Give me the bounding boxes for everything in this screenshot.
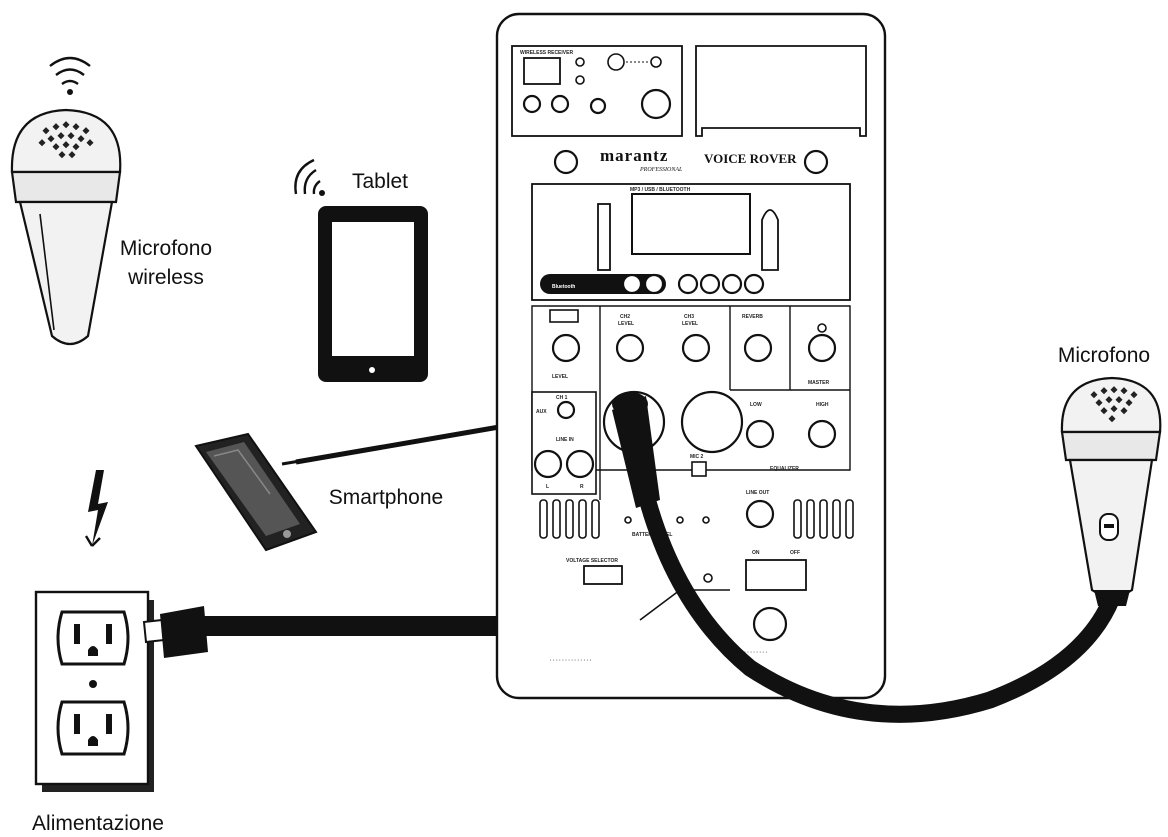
wired-microphone <box>1060 376 1162 606</box>
on-label: ON <box>752 550 760 556</box>
r-label: R <box>580 484 584 490</box>
svg-text:· · · · · · · · · · · · · ·: · · · · · · · · · · · · · · <box>550 658 592 664</box>
mp3-module: MP3 / USB / BLUETOOTH Bluetooth <box>531 183 851 301</box>
wireless-microphone <box>10 56 122 346</box>
wifi-icon <box>294 158 325 196</box>
power-label: Alimentazione <box>32 812 164 835</box>
wireless-receiver-module: WIRELESS RECEIVER <box>511 45 683 137</box>
model-name: VOICE ROVER <box>704 151 797 166</box>
tablet <box>294 158 428 382</box>
ch3-level-label: LEVEL <box>682 321 698 327</box>
level-label: LEVEL <box>552 374 568 380</box>
vent-slots <box>539 499 854 539</box>
ch2-level-label: LEVEL <box>618 321 634 327</box>
mp3-label: MP3 / USB / BLUETOOTH <box>630 187 691 193</box>
svg-text:· · · · · · · · · · · ·: · · · · · · · · · · · · <box>732 650 768 656</box>
ch3-label: CH3 <box>684 314 694 320</box>
line-in-label: LINE IN <box>556 437 574 443</box>
brand-sub: PROFESSIONAL <box>639 167 683 173</box>
mic-cable <box>612 392 1120 723</box>
wireless-receiver-label: WIRELESS RECEIVER <box>520 50 573 56</box>
low-label: LOW <box>750 402 762 408</box>
speaker-back-panel: WIRELESS RECEIVER marantz PROFESSIONAL V… <box>495 12 887 700</box>
wall-outlet <box>34 590 154 792</box>
socket-icon <box>56 610 130 666</box>
off-label: OFF <box>790 550 800 556</box>
reverb-label: REVERB <box>742 314 763 320</box>
bluetooth-label: Bluetooth <box>552 284 575 290</box>
wireless-mic-label-line1: Microfono <box>120 237 212 260</box>
high-label: HIGH <box>816 402 829 408</box>
tablet-label: Tablet <box>352 170 408 193</box>
aux-label: AUX <box>536 409 547 415</box>
mic-grille-icon <box>38 121 94 159</box>
wifi-icon <box>49 56 91 95</box>
smartphone <box>194 432 318 552</box>
mic2-label: MIC 2 <box>690 454 704 460</box>
wireless-mic-label-line2: wireless <box>127 266 204 289</box>
smartphone-label: Smartphone <box>329 486 443 509</box>
ch1-label: CH 1 <box>556 395 568 401</box>
l-label: L <box>546 484 549 490</box>
socket-icon <box>56 700 130 756</box>
voltage-selector-label: VOLTAGE SELECTOR <box>566 558 618 564</box>
line-out-label: LINE OUT <box>746 490 769 496</box>
lightning-icon <box>84 470 108 547</box>
microphone-label: Microfono <box>1058 344 1150 367</box>
ch2-label: CH2 <box>620 314 630 320</box>
equalizer-label: EQUALIZER <box>770 466 799 472</box>
brand-logo: marantz <box>600 146 668 165</box>
master-label: MASTER <box>808 380 830 386</box>
